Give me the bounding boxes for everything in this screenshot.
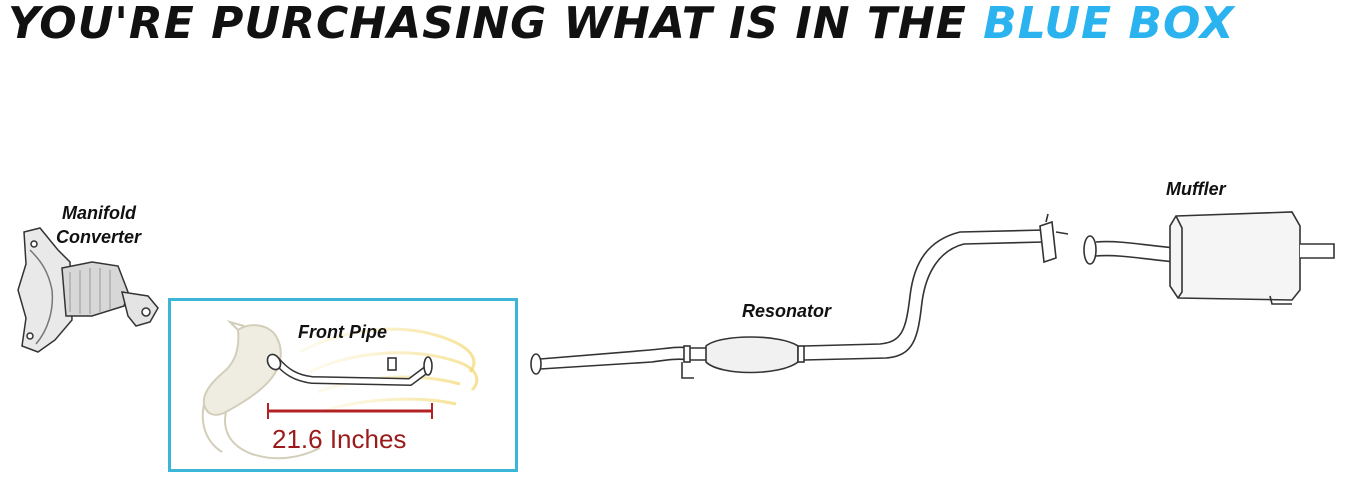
- front-pipe: [266, 353, 433, 387]
- resonator-label: Resonator: [742, 301, 832, 321]
- dimension-label: 21.6 Inches: [272, 424, 407, 454]
- horse-watermark-icon: [201, 319, 321, 460]
- manifold-converter: [17, 227, 159, 353]
- muffler-label: Muffler: [1166, 179, 1226, 199]
- headline-text: YOU'RE PURCHASING WHAT IS IN THE: [8, 0, 967, 49]
- resonator-assembly: [530, 213, 1069, 379]
- blue-box: [168, 298, 518, 472]
- front-pipe-label: Front Pipe: [298, 322, 387, 342]
- converter-label: Converter: [56, 227, 142, 247]
- dimension-line: [267, 403, 433, 419]
- muffler: [1083, 211, 1335, 305]
- headline: YOU'RE PURCHASING WHAT IS IN THE BLUE BO…: [8, 0, 1235, 48]
- headline-highlight: BLUE BOX: [983, 0, 1235, 49]
- manifold-label: Manifold: [62, 203, 136, 223]
